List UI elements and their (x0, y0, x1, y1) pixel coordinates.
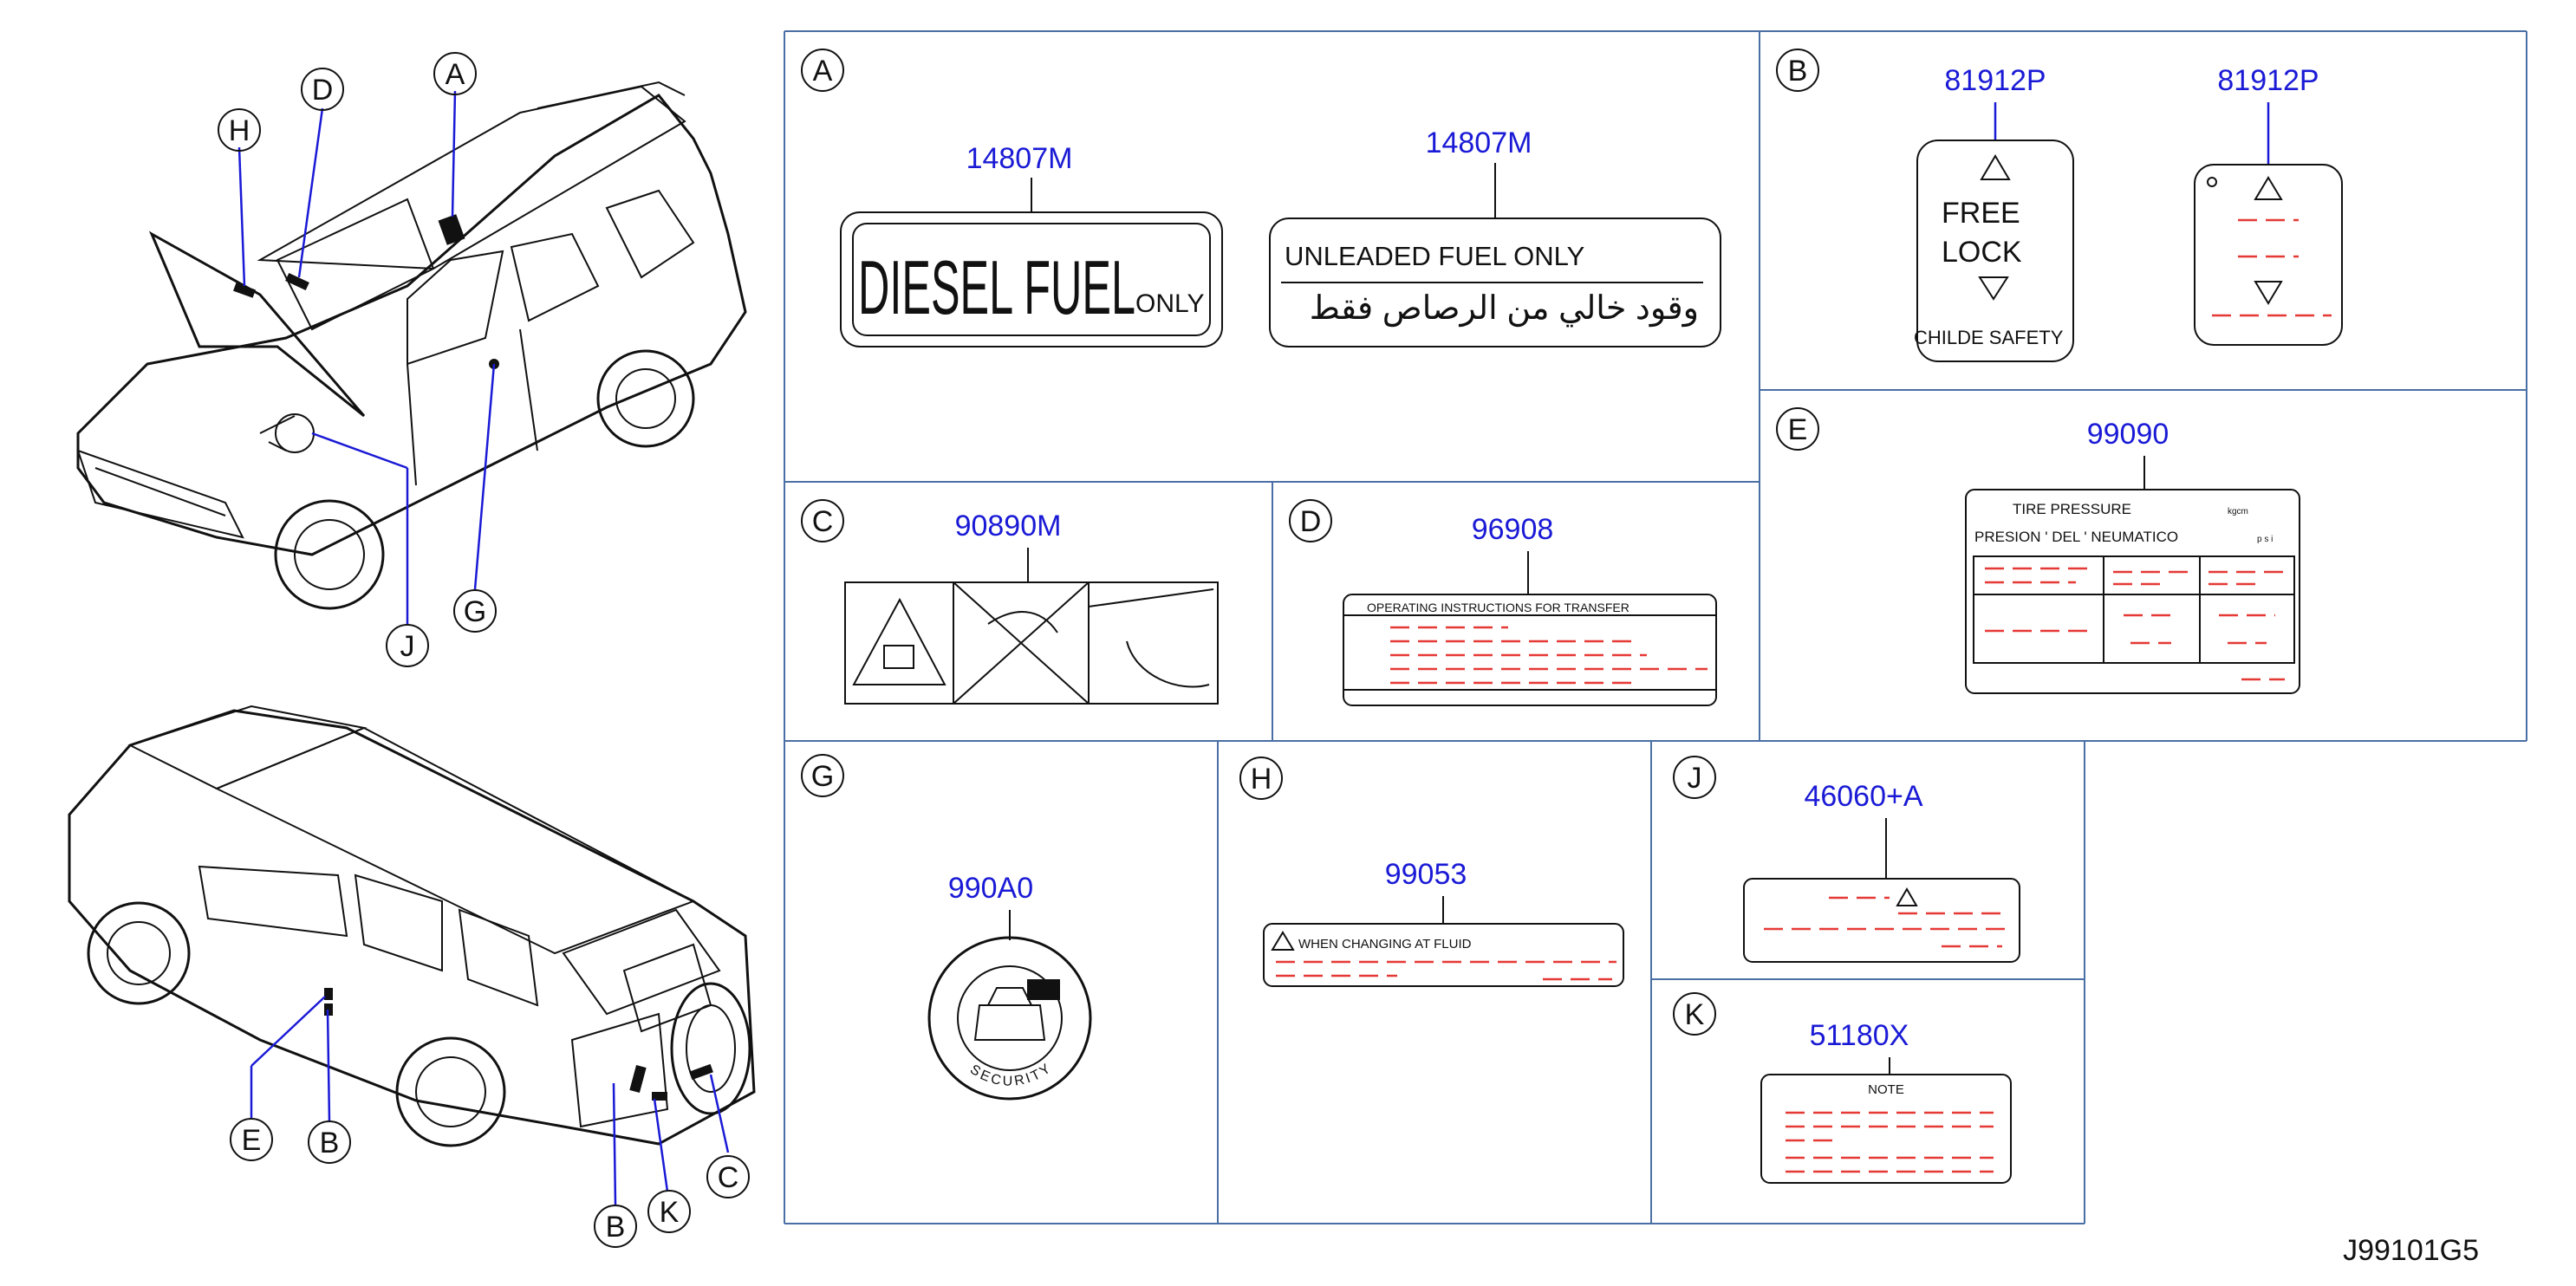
leader-lines-front (237, 90, 496, 624)
panel-K: K 51180X NOTE (1673, 992, 2012, 1184)
lock-text: LOCK (1942, 236, 2022, 269)
childe-safety-text: CHILDE SAFETY (1914, 327, 2064, 348)
vehicle-front-illustration (76, 81, 747, 610)
free-text: FREE (1942, 197, 2020, 230)
security-text: SECURITY (967, 1060, 1056, 1088)
svg-text:A: A (813, 55, 833, 88)
tire-pressure-text: TIRE PRESSURE (2013, 501, 2131, 517)
svg-text:J: J (400, 630, 415, 663)
psi-text: p s i (2257, 535, 2273, 544)
svg-text:B: B (606, 1211, 626, 1244)
callout-B-rear-door: B (594, 1205, 637, 1248)
panel-D: D 96908 OPERATING INSTRUCTIONS FOR TRANS… (1289, 499, 1717, 706)
svg-text:K: K (1685, 998, 1705, 1031)
part-number-14807M-diesel: 14807M (966, 142, 1073, 175)
kgcm-text: kgcm (2228, 507, 2248, 516)
callout-E-rear: E (230, 1118, 273, 1161)
part-number-14807M-unleaded: 14807M (1426, 127, 1532, 159)
callout-K-rear: K (647, 1190, 691, 1233)
part-number-46060A: 46060+A (1804, 780, 1922, 813)
svg-text:C: C (718, 1161, 739, 1194)
part-number-99053: 99053 (1385, 858, 1467, 891)
part-number-99090: 99090 (2087, 418, 2169, 451)
diesel-only-text: ONLY (1135, 289, 1204, 318)
panel-E: E 99090 TIRE PRESSURE kgcm PRESION ' DEL… (1776, 407, 2300, 694)
diagram-code: J99101G5 (2343, 1234, 2479, 1267)
callout-H-front: H (218, 108, 261, 152)
presion-text: PRESION ' DEL ' NEUMATICO (1974, 529, 2178, 545)
callout-J-front: J (386, 624, 429, 667)
callout-C-rear: C (706, 1155, 750, 1198)
diesel-fuel-text: DIESEL FUEL (858, 244, 1135, 330)
svg-text:B: B (320, 1127, 340, 1159)
svg-text:K: K (660, 1196, 680, 1229)
panel-H: H 99053 WHEN CHANGING AT FLUID (1239, 757, 1624, 987)
svg-text:E: E (1788, 413, 1808, 446)
callout-B-rear-side: B (308, 1120, 351, 1164)
callout-G-front: G (453, 589, 497, 633)
svg-text:A: A (446, 58, 465, 91)
part-number-81912P-a: 81912P (1944, 64, 2046, 97)
part-number-990A0: 990A0 (948, 872, 1033, 905)
callout-A-front: A (433, 52, 477, 95)
unleaded-fuel-text: UNLEADED FUEL ONLY (1285, 241, 1584, 271)
svg-text:H: H (229, 114, 250, 147)
part-number-90890M: 90890M (955, 510, 1062, 542)
panel-G: G 990A0 SECURITY (801, 754, 1092, 1101)
panel-J: J 46060+A (1673, 756, 2020, 963)
part-number-81912P-b: 81912P (2217, 64, 2319, 97)
note-text: NOTE (1868, 1082, 1904, 1097)
svg-text:G: G (464, 595, 486, 628)
panel-grid (784, 30, 2527, 1224)
svg-text:D: D (1300, 505, 1322, 538)
panel-A: A 14807M DIESEL FUEL ONLY 14807M UNLEADE… (801, 49, 1721, 347)
callout-D-front: D (301, 68, 344, 111)
unleaded-arabic-text: وقود خالي من الرصاص فقط (1310, 290, 1699, 328)
when-changing-text: WHEN CHANGING AT FLUID (1298, 937, 1472, 952)
part-number-51180X: 51180X (1810, 1019, 1909, 1052)
panel-B: B 81912P FREE LOCK CHILDE SAFETY 81912P (1776, 49, 2343, 362)
svg-text:C: C (812, 505, 834, 538)
svg-text:J: J (1688, 762, 1702, 795)
leader-lines-rear (250, 996, 730, 1205)
svg-text:B: B (1788, 55, 1808, 88)
svg-text:D: D (312, 74, 334, 107)
panel-C: C 90890M (801, 499, 1219, 705)
svg-text:H: H (1251, 763, 1272, 796)
part-number-96908: 96908 (1472, 513, 1554, 546)
operating-instructions-text: OPERATING INSTRUCTIONS FOR TRANSFER (1367, 601, 1630, 614)
svg-text:E: E (242, 1124, 262, 1157)
svg-text:G: G (811, 760, 834, 793)
vehicle-rear-illustration (68, 705, 756, 1147)
